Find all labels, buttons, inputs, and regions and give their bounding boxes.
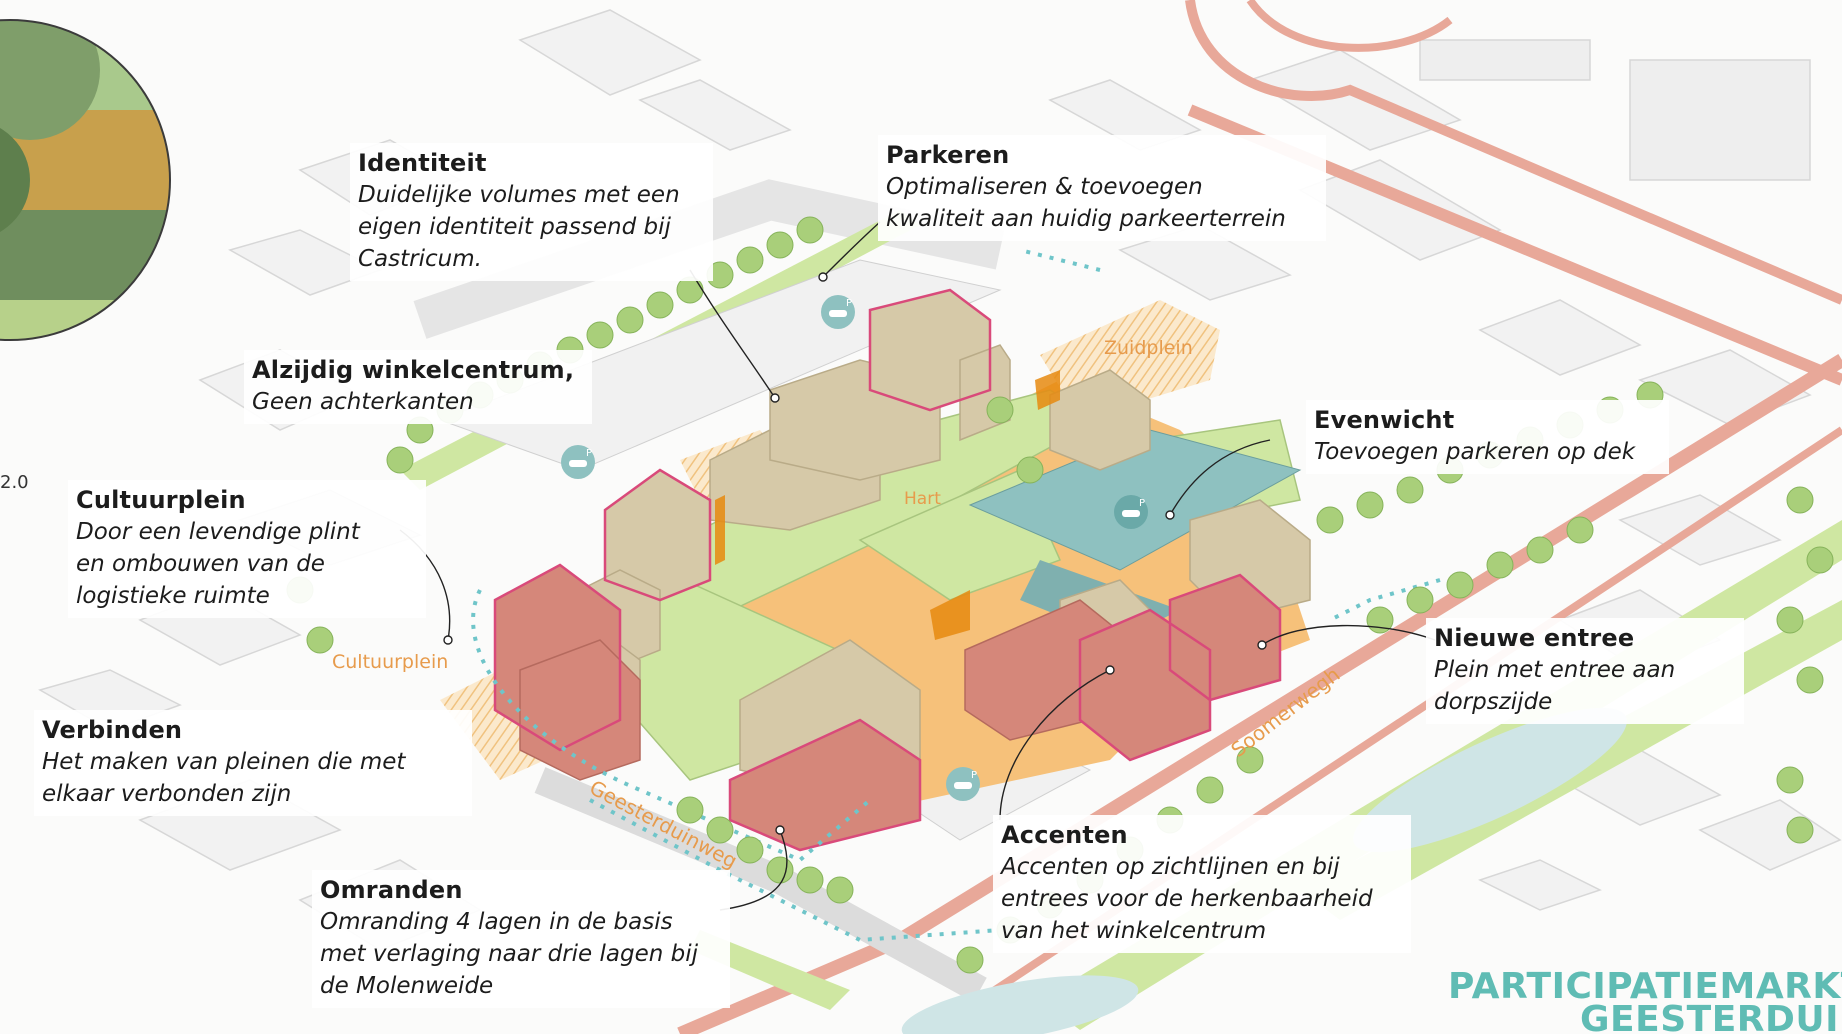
car-parking-icon: P [1114,495,1148,529]
tree-icon [646,291,674,319]
callout-cultuurplein: Cultuurplein Door een levendige plint en… [68,480,426,618]
label-cultuurplein: Cultuurplein [332,651,448,673]
callout-title: Omranden [320,876,463,904]
callout-title: Verbinden [42,716,183,744]
callout-title: Evenwicht [1314,406,1455,434]
svg-text:P: P [846,298,852,309]
tree-icon [676,796,704,824]
brand-line-1: PARTICIPATIEMARKT [1448,966,1842,1007]
callout-omranden: Omranden Omranding 4 lagen in de basis m… [312,870,730,1008]
callout-text: Door een levendige plint en ombouwen van… [76,519,360,609]
svg-text:P: P [1139,498,1145,509]
route-arrows [471,248,1441,943]
accent-outlines [493,288,1282,852]
svg-text:P: P [971,770,977,781]
inset-photo: 2.0 [0,19,171,493]
inset-version-label: 2.0 [0,472,29,493]
svg-text:P: P [586,448,592,459]
tree-icon [616,306,644,334]
label-zuidplein: Zuidplein [1104,337,1193,359]
callout-title: Accenten [1001,821,1128,849]
tree-icon [1396,476,1424,504]
callout-nieuwe-entree: Nieuwe entree Plein met entree aan dorps… [1426,618,1744,724]
tree-icon [1776,766,1804,794]
callout-title: Cultuurplein [76,486,246,514]
car-parking-icon: P [946,767,980,801]
callout-text: Accenten op zichtlijnen en bij entrees v… [1001,854,1373,944]
callout-text: Het maken van pleinen die met elkaar ver… [42,749,406,807]
tree-icon [826,876,854,904]
callout-parkeren: Parkeren Optimaliseren & toevoegen kwali… [878,135,1326,241]
water [901,707,1627,1034]
tree-icon [306,626,334,654]
brand-line-2: GEESTERDUIN [1580,999,1842,1034]
tree-icon [736,246,764,274]
parking-icons: P P P P [561,295,1148,801]
brand-title: PARTICIPATIEMARKT GEESTERDUIN [1448,966,1842,1034]
tree-icon [1016,456,1044,484]
tree-icon [956,946,984,974]
tree-icon [1796,666,1824,694]
callout-identiteit: Identiteit Duidelijke volumes met een ei… [350,143,713,281]
callout-text: Omranding 4 lagen in de basis met verlag… [320,909,699,999]
car-parking-icon: P [821,295,855,329]
tree-icon [1776,606,1804,634]
callout-evenwicht: Evenwicht Toevoegen parkeren op dek [1306,400,1669,474]
tree-icon [736,836,764,864]
tree-icon [586,321,614,349]
tree-icon [986,396,1014,424]
label-hart: Hart [904,489,941,509]
callout-title: Nieuwe entree [1434,624,1635,652]
callout-text: Toevoegen parkeren op dek [1314,439,1636,465]
callout-text: Geen achterkanten [252,389,474,415]
callout-text: Duidelijke volumes met een eigen identit… [358,182,680,272]
callout-text: Plein met entree aan dorpszijde [1434,657,1676,715]
tree-icon [1316,506,1344,534]
callout-title: Parkeren [886,141,1010,169]
callout-text: Optimaliseren & toevoegen kwaliteit aan … [886,174,1286,232]
tree-icon [1446,571,1474,599]
callout-title: Identiteit [358,149,487,177]
orange-accents [715,370,1060,640]
tree-icon [1526,536,1554,564]
leader-dots [443,272,1267,835]
tree-icon [1566,516,1594,544]
car-parking-icon: P [561,445,595,479]
tree-icon [766,856,794,884]
tree-icon [796,866,824,894]
tree-icon [1786,816,1814,844]
callout-alzijdig: Alzijdig winkelcentrum, Geen achterkante… [244,350,592,424]
tree-icon [386,446,414,474]
tree-icon [1786,486,1814,514]
tree-icon [706,816,734,844]
tree-icon [1196,776,1224,804]
callout-accenten: Accenten Accenten op zichtlijnen en bij … [993,815,1411,953]
tree-icon [1236,746,1264,774]
tree-icon [1486,551,1514,579]
tree-icon [766,231,794,259]
tree-icon [1406,586,1434,614]
callout-title: Alzijdig winkelcentrum, [252,356,575,384]
tree-icon [1356,491,1384,519]
tree-icon [1806,546,1834,574]
tree-icon [796,216,824,244]
callout-verbinden: Verbinden Het maken van pleinen die met … [34,710,472,816]
